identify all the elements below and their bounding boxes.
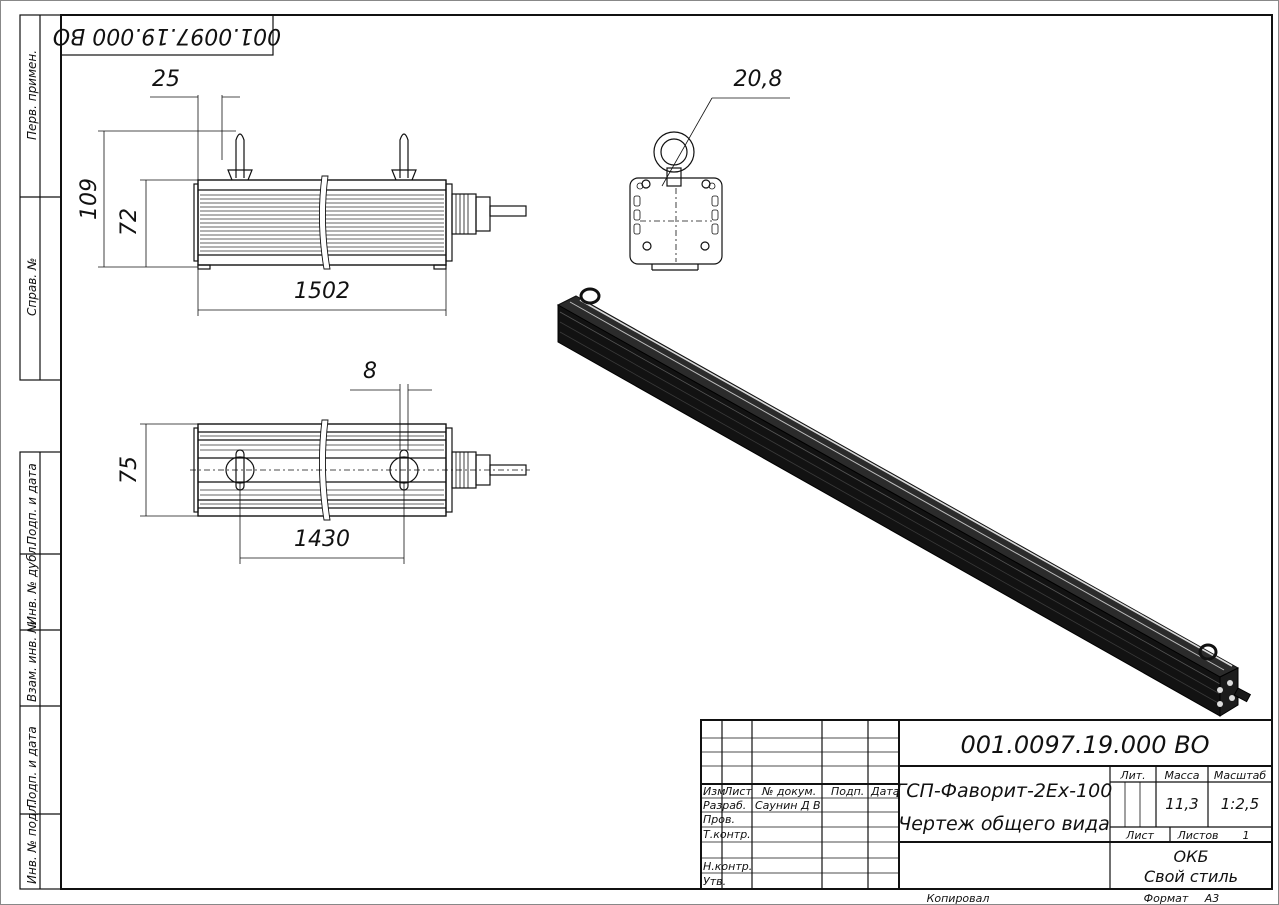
tb-row-razrab: Разраб. (703, 799, 746, 812)
dim-1502: 1502 (294, 279, 350, 304)
side-margin-strip: Перв. примен. Справ. № Подп. и дата Инв.… (19, 14, 62, 890)
margin-vzam-inv: Взам. инв. № (25, 621, 39, 702)
margin-inv-dubl: Инв. № дубл. (25, 543, 39, 625)
dim-75: 75 (117, 456, 142, 484)
margin-perv-primen: Перв. примен. (25, 50, 39, 140)
tb-lit-label: Лит. (1119, 769, 1145, 782)
dim-8: 8 (363, 359, 377, 384)
tb-col-no-dokum: № докум. (761, 785, 816, 798)
tb-copied: Копировал (927, 892, 990, 905)
tb-sheets-label: Листов (1176, 829, 1218, 842)
tb-col-podp: Подп. (831, 785, 864, 798)
top-view-dimensions: 8 75 1430 (117, 359, 432, 564)
tb-scale-label: Масштаб (1214, 769, 1266, 782)
isometric-view (556, 287, 1252, 717)
dim-25: 25 (152, 67, 180, 92)
dim-1430: 1430 (294, 527, 350, 552)
corner-stamp: 001.0097.19.000 ВО (53, 14, 281, 56)
tb-col-data: Дата (870, 785, 900, 798)
end-view: 20,8 (629, 67, 790, 271)
tb-format-value: А3 (1204, 892, 1220, 905)
margin-sprav-no: Справ. № (25, 258, 39, 316)
tb-row-nkontr: Н.контр. (703, 860, 752, 873)
tb-org-line2: Свой стиль (1144, 867, 1238, 886)
tb-sheet-label: Лист (1125, 829, 1154, 842)
front-view (193, 133, 527, 270)
tb-org-line1: ОКБ (1174, 847, 1209, 866)
tb-developer: Саунин Д В (755, 799, 821, 812)
tb-col-izm: Изм (703, 785, 725, 798)
tb-mass-value: 11,3 (1165, 795, 1198, 813)
tb-col-list: Лист (723, 785, 752, 798)
top-view (190, 419, 530, 521)
tb-row-tkontr: Т.контр. (703, 828, 751, 841)
dim-72: 72 (117, 208, 142, 236)
corner-doc-number: 001.0097.19.000 ВО (53, 23, 281, 48)
tb-product-name: ГСП-Фаворит-2Ех-100 (896, 780, 1113, 802)
dim-109: 109 (77, 178, 102, 220)
tb-row-prov: Пров. (703, 813, 735, 826)
tb-doc-number: 001.0097.19.000 ВО (960, 731, 1209, 759)
margin-podp-data-2: Подп. и дата (25, 726, 39, 808)
tb-drawing-type: Чертеж общего вида (898, 813, 1110, 835)
front-view-dimensions: 25 109 72 1502 (77, 67, 447, 316)
tb-format-label: Формат (1144, 892, 1189, 905)
tb-mass-label: Масса (1164, 769, 1199, 782)
margin-inv-podl: Инв. № подл. (25, 801, 39, 884)
title-block: Изм Лист № докум. Подп. Дата Разраб. Сау… (700, 719, 1273, 905)
tb-row-utv: Утв. (703, 875, 726, 888)
dim-20-8: 20,8 (734, 67, 783, 92)
tb-scale-value: 1:2,5 (1221, 795, 1259, 813)
tb-sheets-value: 1 (1243, 829, 1250, 842)
margin-podp-data-1: Подп. и дата (25, 463, 39, 545)
